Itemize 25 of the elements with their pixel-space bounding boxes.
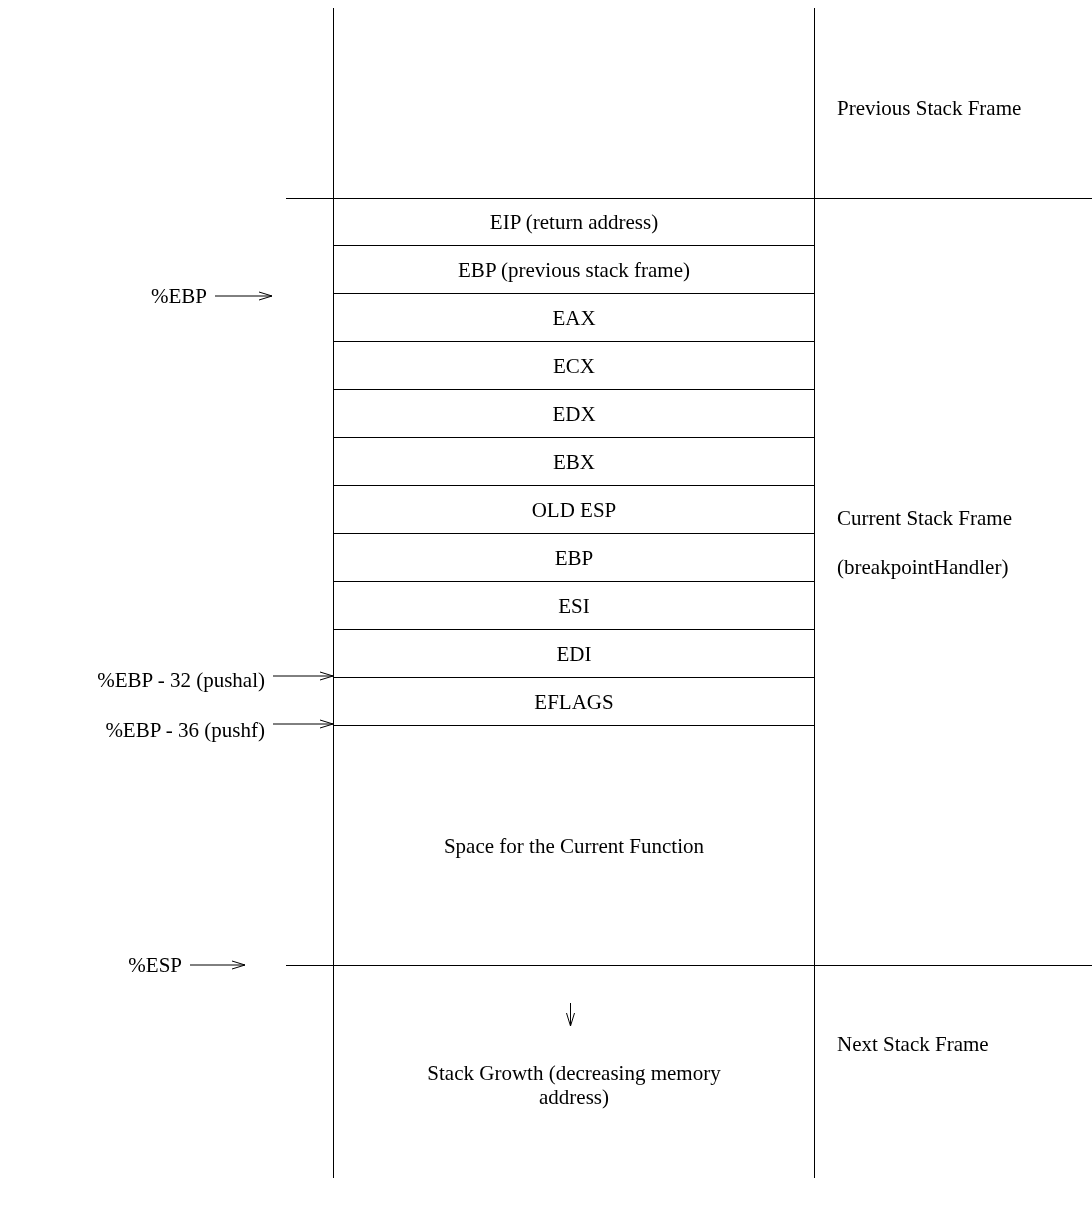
pointer-label: %ESP — [128, 953, 182, 977]
pointer-arrow — [214, 291, 273, 301]
register-label: OLD ESP — [531, 497, 617, 522]
pointer-arrow — [272, 719, 334, 729]
register-label: Space for the Current Function — [443, 833, 705, 858]
frame-label: Current Stack Frame — [837, 506, 1012, 530]
frame-label: Next Stack Frame — [837, 1032, 989, 1056]
frame-label: (breakpointHandler) — [837, 555, 1009, 579]
register-label: EAX — [552, 305, 596, 330]
register-label: EDX — [552, 401, 596, 426]
frame-label: Previous Stack Frame — [837, 96, 1022, 120]
pointer-label: %EBP — [151, 284, 207, 308]
register-label: EIP (return address) — [489, 209, 659, 234]
register-label: Stack Growth (decreasing memory address) — [426, 1061, 722, 1109]
register-label: ECX — [553, 353, 595, 378]
register-label: EBP (previous stack frame) — [458, 257, 690, 282]
register-label: EBX — [553, 449, 595, 474]
pointer-arrow — [189, 960, 246, 970]
register-label: ESI — [558, 593, 590, 618]
register-label: EFLAGS — [534, 689, 614, 714]
register-label: EDI — [556, 641, 592, 666]
register-label: EBP — [554, 545, 594, 570]
pointer-label: %EBP - 36 (pushf) — [105, 718, 265, 742]
pointer-arrow — [272, 671, 334, 681]
pointer-label: %EBP - 32 (pushal) — [97, 668, 265, 692]
